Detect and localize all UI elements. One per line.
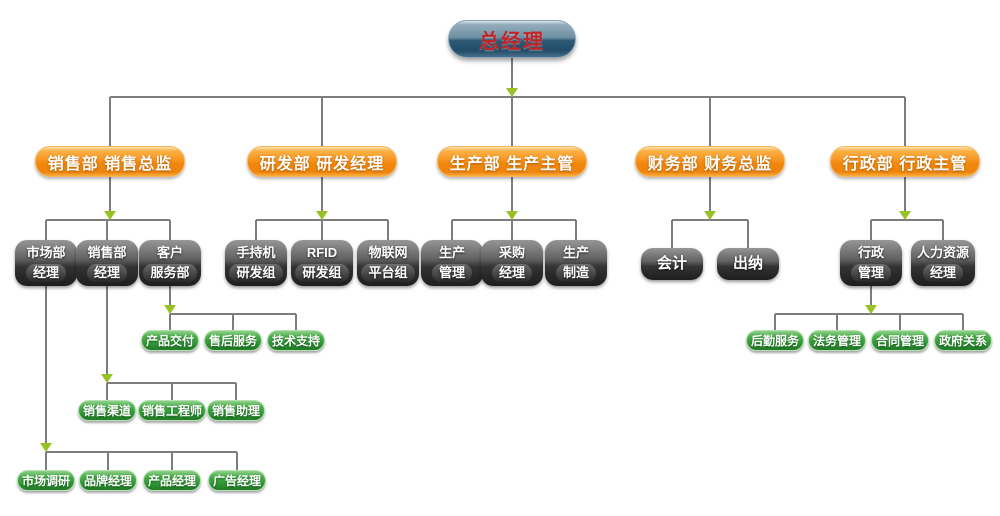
node-production-dept[interactable]: 生产部 生产主管 xyxy=(437,146,587,177)
team-label-line: 销售部 xyxy=(87,244,127,260)
node-rd-dept[interactable]: 研发部 研发经理 xyxy=(247,146,397,177)
node-customer-service[interactable]: 客户 服务部 xyxy=(139,240,201,286)
node-sales-channel[interactable]: 销售渠道 xyxy=(78,400,136,421)
team-label-line: 管理 xyxy=(431,263,472,283)
node-brand-manager[interactable]: 品牌经理 xyxy=(79,470,137,491)
team-label-line: 行政 xyxy=(857,244,884,260)
team-label-line: 平台组 xyxy=(361,263,415,283)
node-admin-dept[interactable]: 行政部 行政主管 xyxy=(830,146,980,177)
team-label-line: 经理 xyxy=(86,263,127,283)
team-label-line: 研发组 xyxy=(229,263,283,283)
node-legal-mgmt[interactable]: 法务管理 xyxy=(808,330,866,351)
node-product-manager[interactable]: 产品经理 xyxy=(143,470,201,491)
node-cashier[interactable]: 出纳 xyxy=(717,248,779,280)
node-tech-support[interactable]: 技术支持 xyxy=(267,330,325,351)
team-label-line: RFID xyxy=(306,244,338,260)
node-finance-dept[interactable]: 财务部 财务总监 xyxy=(635,146,785,177)
node-handheld-group[interactable]: 手持机 研发组 xyxy=(225,240,287,286)
node-contract-mgmt[interactable]: 合同管理 xyxy=(871,330,929,351)
node-sales-dept[interactable]: 销售部 销售总监 xyxy=(35,146,185,177)
node-general-manager[interactable]: 总经理 xyxy=(448,20,576,58)
node-logistics-service[interactable]: 后勤服务 xyxy=(746,330,804,351)
node-rfid-group[interactable]: RFID 研发组 xyxy=(291,240,353,286)
node-production-mgmt[interactable]: 生产 管理 xyxy=(421,240,483,286)
team-label-line: 采购 xyxy=(498,244,525,260)
team-label-line: 制造 xyxy=(555,263,596,283)
node-sales-engineer[interactable]: 销售工程师 xyxy=(138,400,206,421)
node-market-research[interactable]: 市场调研 xyxy=(17,470,75,491)
node-market-manager[interactable]: 市场部 经理 xyxy=(15,240,77,286)
team-label-line: 物联网 xyxy=(368,244,408,260)
node-accountant[interactable]: 会计 xyxy=(641,248,703,280)
team-label-line: 生产 xyxy=(438,244,465,260)
node-govt-relations[interactable]: 政府关系 xyxy=(934,330,992,351)
node-sales-manager[interactable]: 销售部 经理 xyxy=(76,240,138,286)
node-iot-platform-group[interactable]: 物联网 平台组 xyxy=(357,240,419,286)
team-label-line: 生产 xyxy=(562,244,589,260)
node-sales-assistant[interactable]: 销售助理 xyxy=(207,400,265,421)
node-ad-manager[interactable]: 广告经理 xyxy=(208,470,266,491)
team-label-line: 服务部 xyxy=(143,263,197,283)
team-label-line: 经理 xyxy=(491,263,532,283)
node-manufacturing[interactable]: 生产 制造 xyxy=(545,240,607,286)
node-after-sales[interactable]: 售后服务 xyxy=(204,330,262,351)
team-label-line: 人力资源 xyxy=(916,244,969,260)
down-arrow-icon xyxy=(40,88,911,452)
node-product-delivery[interactable]: 产品交付 xyxy=(141,330,199,351)
team-label-line: 研发组 xyxy=(295,263,349,283)
team-label-line: 经理 xyxy=(25,263,66,283)
node-hr-manager[interactable]: 人力资源 经理 xyxy=(911,240,975,286)
node-admin-mgmt[interactable]: 行政 管理 xyxy=(840,240,902,286)
team-label-line: 经理 xyxy=(922,263,963,283)
team-label-line: 管理 xyxy=(850,263,891,283)
team-label-line: 市场部 xyxy=(26,244,66,260)
team-label-line: 客户 xyxy=(156,244,183,260)
team-label-line: 手持机 xyxy=(236,244,276,260)
node-purchasing-manager[interactable]: 采购 经理 xyxy=(481,240,543,286)
